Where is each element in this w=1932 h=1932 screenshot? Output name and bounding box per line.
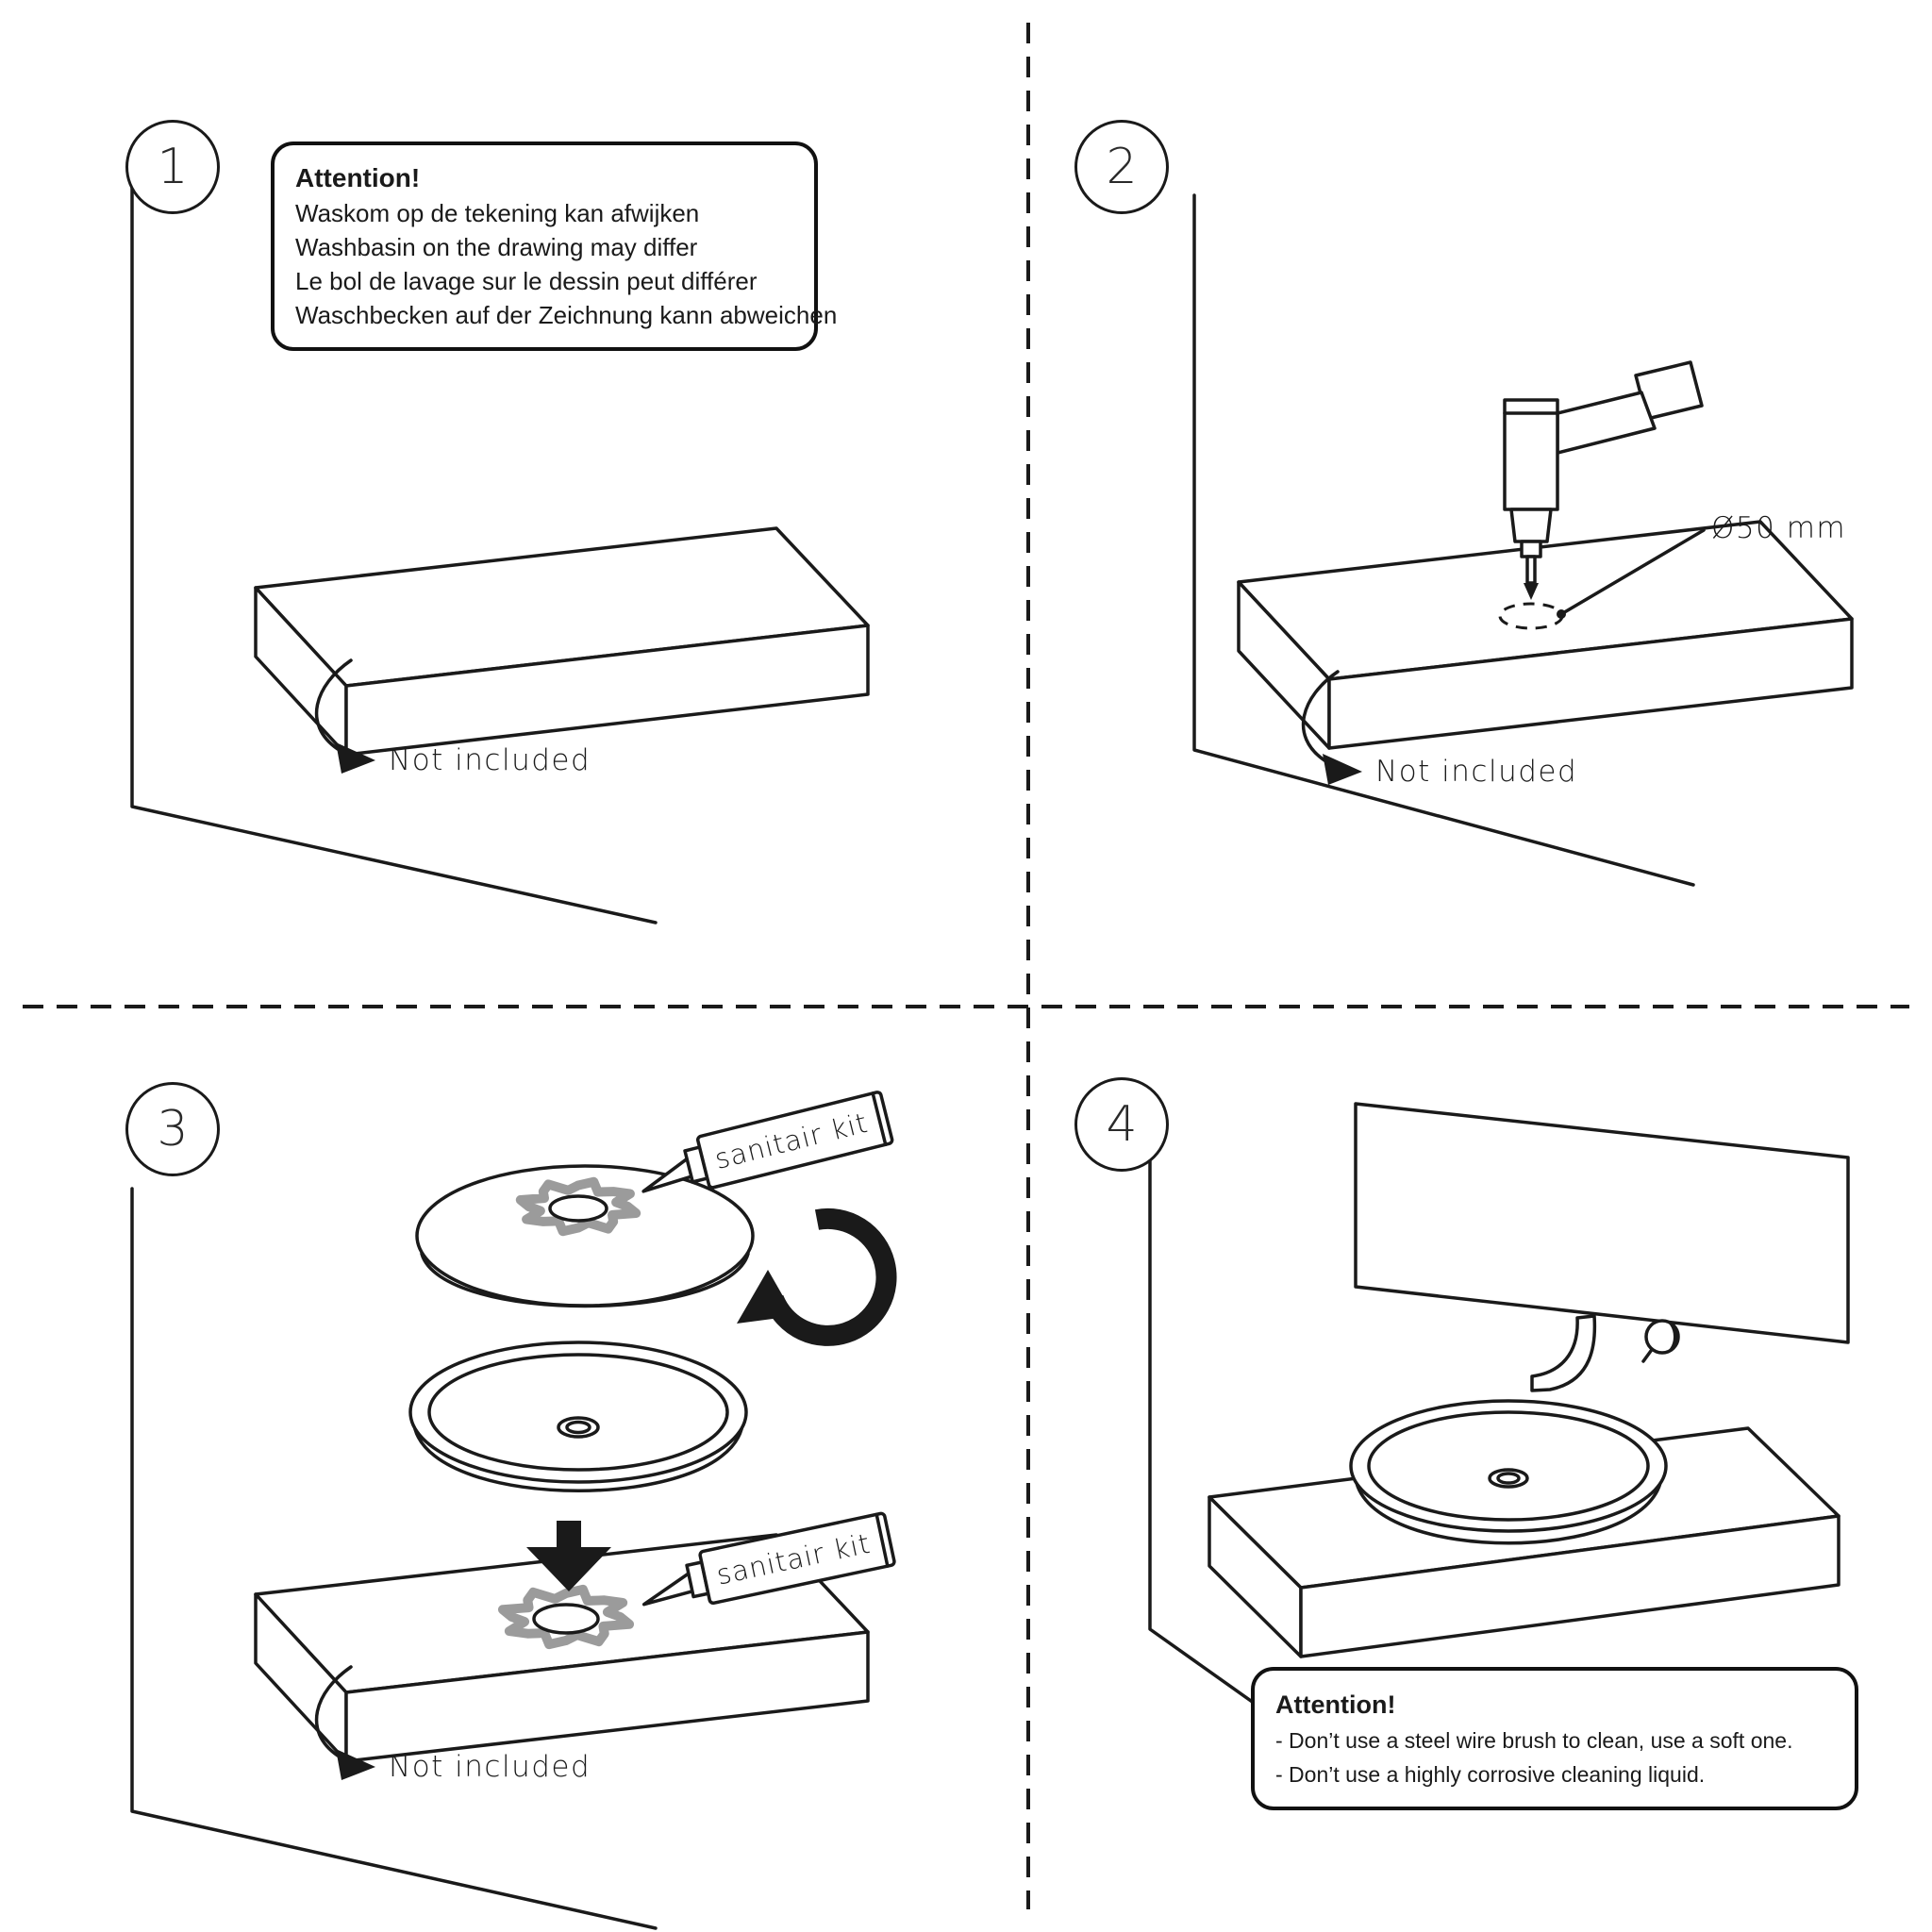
drill-bit-tip	[1524, 583, 1539, 600]
tube-body	[695, 1091, 894, 1190]
not-included-arrow	[314, 1665, 375, 1780]
attention-line-nl: Waskom op de tekening kan afwijken	[295, 199, 700, 227]
washbasin-bottom-view	[415, 1164, 755, 1308]
step-number: 3	[157, 1101, 189, 1158]
hole-callout	[1557, 528, 1706, 619]
step-3-illustration: sanitair kit san	[130, 1091, 897, 1930]
panel-divider-horizontal	[23, 1005, 1909, 1008]
basin-drain	[557, 1416, 600, 1439]
drill-body	[1503, 398, 1559, 511]
drain-hole-outline	[548, 1194, 608, 1223]
countertop-front-face	[344, 624, 870, 757]
step-number-badge: 1	[125, 120, 220, 214]
drill-bit	[1525, 555, 1537, 585]
hole-diameter-label: Ø50 mm	[1711, 511, 1846, 545]
attention-title: Attention!	[295, 163, 421, 192]
attention-line-fr: Le bol de lavage sur le dessin peut diff…	[295, 267, 758, 295]
step-number: 2	[1106, 139, 1138, 195]
basin-rim	[408, 1341, 748, 1484]
not-included-label: Not included	[389, 1750, 591, 1784]
countertop-front-face	[344, 1630, 870, 1763]
basin-drain-inner	[565, 1420, 591, 1435]
drain-hole-outline	[532, 1603, 600, 1635]
countertop	[254, 526, 870, 757]
attention-title: Attention!	[1275, 1690, 1396, 1719]
step-4-illustration	[1148, 1102, 1850, 1770]
not-included-label: Not included	[389, 743, 591, 777]
attention-line-en: Washbasin on the drawing may differ	[295, 233, 698, 261]
drill-chuck	[1509, 508, 1553, 543]
basin-drain	[1488, 1468, 1529, 1489]
wall-corner	[130, 1187, 658, 1930]
tube-body	[698, 1511, 896, 1606]
attention-line-1: - Don’t use a steel wire brush to clean,…	[1275, 1728, 1793, 1753]
step-1-panel: Not included 1 Attention! Waskom op de t…	[0, 0, 1028, 1007]
drill-collet	[1520, 540, 1542, 558]
sealant-bead-basin	[521, 1182, 636, 1231]
step-number: 1	[157, 139, 189, 195]
not-included-label: Not included	[1375, 755, 1577, 789]
step-number-badge: 2	[1074, 120, 1169, 214]
attention-note: Attention! Waskom op de tekening kan afw…	[271, 142, 838, 351]
sealant-bead-countertop	[503, 1590, 629, 1644]
down-arrow	[526, 1521, 611, 1591]
wall-corner	[130, 182, 658, 924]
not-included-arrow	[1301, 670, 1362, 785]
basin-inner-rim	[427, 1353, 729, 1472]
faucet-knob	[1641, 1319, 1680, 1363]
step-3-panel: sanitair kit san	[0, 1007, 1028, 1932]
washbasin	[1349, 1399, 1668, 1545]
basin-underside	[415, 1164, 755, 1307]
step-number-badge: 3	[125, 1082, 220, 1176]
step-2-illustration: Ø50 mm Not included	[1192, 193, 1854, 887]
attention-line-de: Waschbecken auf der Zeichnung kann abwei…	[295, 301, 838, 329]
step-number: 4	[1106, 1096, 1138, 1153]
step-number-badge: 4	[1074, 1077, 1169, 1172]
panel-divider-vertical	[1026, 23, 1030, 1909]
basin-inner-rim	[1367, 1410, 1650, 1522]
faucet-spout	[1530, 1314, 1597, 1392]
step-4-panel: 4 Attention! - Don’t use a steel wire br…	[1028, 1007, 1932, 1932]
attention-note: Attention! - Don’t use a steel wire brus…	[1251, 1667, 1858, 1810]
step-1-illustration: Not included	[130, 182, 870, 924]
drill-icon	[1503, 360, 1704, 600]
basin-rim	[1349, 1399, 1668, 1533]
washbasin	[408, 1341, 748, 1492]
mirror	[1354, 1102, 1850, 1344]
countertop-front-face	[1299, 1514, 1840, 1658]
not-included-arrow	[314, 658, 375, 774]
step-2-panel: Ø50 mm Not included 2	[1028, 0, 1932, 1007]
flip-arrow	[737, 1208, 897, 1346]
countertop-front-face	[1327, 617, 1854, 750]
countertop	[1237, 520, 1854, 750]
basin-side	[413, 1427, 743, 1492]
drill-handle	[1556, 391, 1657, 455]
basin-drain-inner	[1496, 1472, 1521, 1485]
wall-corner	[1192, 193, 1695, 887]
attention-line-2: - Don’t use a highly corrosive cleaning …	[1275, 1762, 1706, 1787]
